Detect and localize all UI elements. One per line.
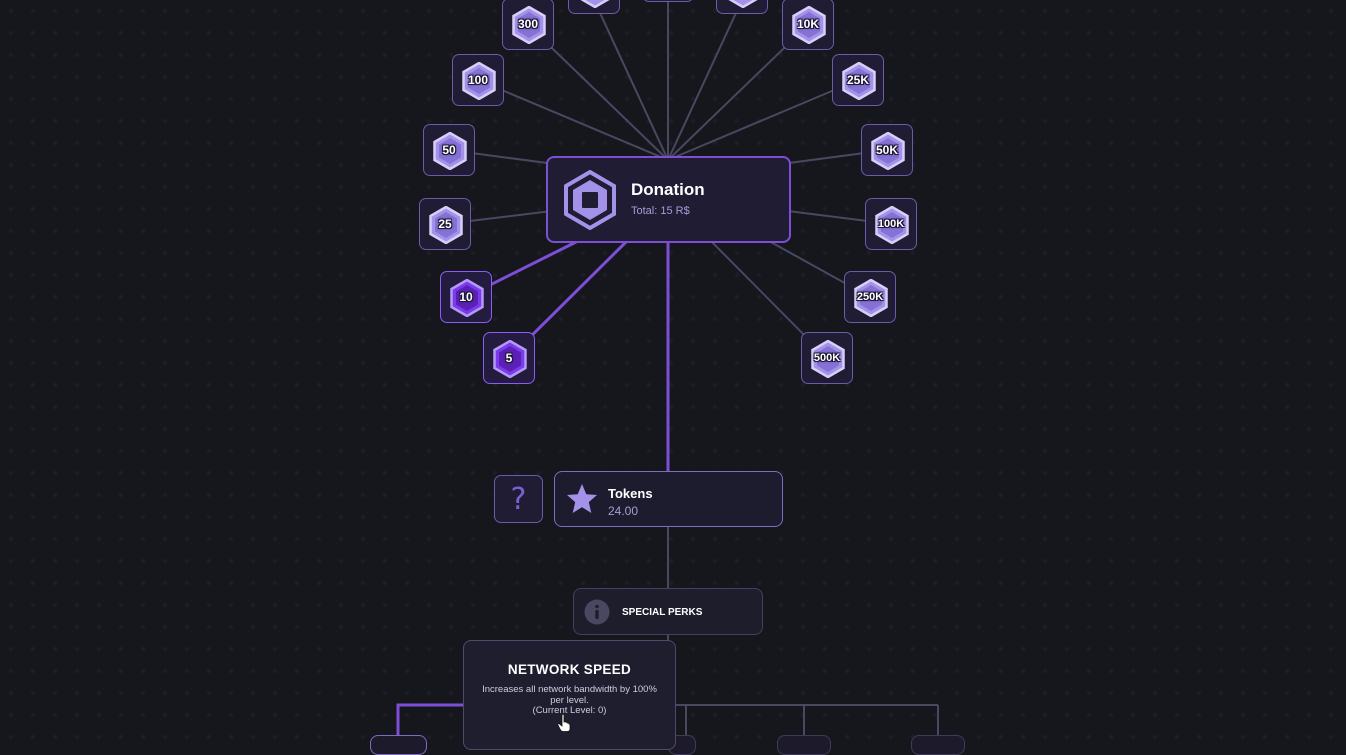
hand-cursor-icon — [557, 714, 571, 732]
hexagon-icon — [875, 206, 909, 244]
hexagon-icon — [811, 340, 845, 378]
locked-node[interactable]: ? — [494, 475, 543, 523]
perk-node[interactable] — [370, 735, 427, 755]
star-icon — [567, 484, 597, 513]
badge-value: 500K — [813, 352, 841, 364]
tooltip-current-level: (Current Level: 0) — [532, 705, 607, 716]
donation-badge-partial-right[interactable] — [716, 0, 768, 14]
question-mark: ? — [510, 481, 527, 517]
badge-value: 5 — [505, 351, 513, 365]
badge-value: 50K — [875, 143, 898, 157]
hexagon-icon — [871, 132, 905, 170]
robux-icon — [564, 170, 616, 230]
perk-node[interactable] — [911, 735, 965, 755]
badge-value: 100 — [467, 73, 489, 87]
hexagon-icon — [842, 62, 876, 100]
hexagon-icon — [433, 132, 467, 170]
special-perks-card[interactable]: SPECIAL PERKS — [573, 588, 763, 635]
donation-badge-partial-left[interactable] — [568, 0, 620, 14]
tokens-title: Tokens — [608, 486, 653, 501]
hexagon-icon — [429, 206, 463, 244]
info-icon — [584, 599, 610, 625]
network-speed-tooltip: NETWORK SPEED Increases all network band… — [463, 640, 676, 750]
donation-total: Total: 15 R$ — [631, 205, 690, 217]
badge-value: 100K — [877, 218, 905, 230]
tokens-card[interactable]: Tokens 24.00 — [554, 471, 783, 527]
badge-value: 10 — [459, 290, 473, 304]
donation-badge-250k[interactable]: 250K — [844, 271, 896, 323]
badge-value: 10K — [796, 17, 819, 31]
donation-badge-partial-center[interactable] — [642, 0, 694, 2]
donation-badge-50[interactable]: 50 — [423, 124, 475, 176]
donation-title: Donation — [631, 180, 705, 199]
donation-badge-25k[interactable]: 25K — [832, 54, 884, 106]
badge-value: 300 — [517, 17, 539, 31]
tooltip-description: Increases all network bandwidth by 100% … — [482, 684, 657, 706]
badge-value: 250K — [856, 291, 884, 303]
donation-badge-10k[interactable]: 10K — [782, 0, 834, 50]
donation-badge-300[interactable]: 300 — [502, 0, 554, 50]
hexagon-icon — [728, 0, 758, 8]
donation-badge-50k[interactable]: 50K — [861, 124, 913, 176]
hexagon-icon — [792, 6, 826, 44]
special-perks-label: SPECIAL PERKS — [622, 607, 703, 618]
hexagon-icon — [493, 340, 527, 378]
donation-badge-10[interactable]: 10 — [440, 271, 492, 323]
badge-value: 25 — [438, 217, 452, 231]
donation-badge-5[interactable]: 5 — [483, 332, 535, 384]
hexagon-icon — [450, 279, 484, 317]
donation-card[interactable]: Donation Total: 15 R$ — [546, 156, 791, 243]
donation-badge-100[interactable]: 100 — [452, 54, 504, 106]
hexagon-icon — [854, 279, 888, 317]
hexagon-icon — [512, 6, 546, 44]
badge-value: 25K — [846, 73, 869, 87]
badge-value: 50 — [442, 143, 456, 157]
donation-badge-500k[interactable]: 500K — [801, 332, 853, 384]
tooltip-title: NETWORK SPEED — [507, 662, 632, 677]
donation-badge-25[interactable]: 25 — [419, 198, 471, 250]
perk-node[interactable] — [777, 735, 831, 755]
hexagon-icon — [462, 62, 496, 100]
tokens-value: 24.00 — [608, 504, 639, 518]
donation-badge-100k[interactable]: 100K — [865, 198, 917, 250]
hexagon-icon — [580, 0, 610, 8]
